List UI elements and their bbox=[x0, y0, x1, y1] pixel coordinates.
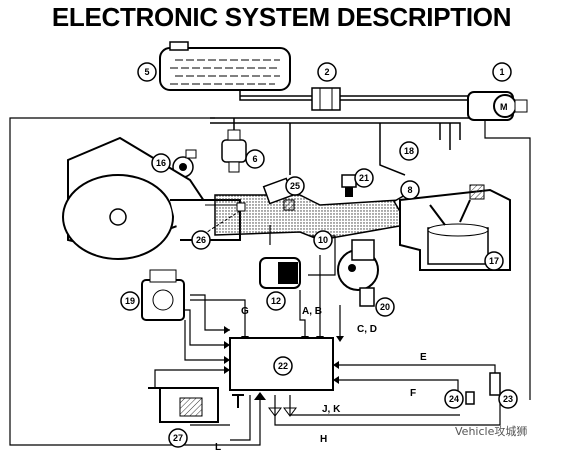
wiring bbox=[9, 117, 531, 446]
signal-e: E bbox=[420, 352, 427, 363]
signal-labels: G A, B C, D E F J, K H L bbox=[215, 306, 427, 453]
signal-h: H bbox=[320, 434, 327, 445]
fuel-pump: M bbox=[467, 91, 528, 121]
battery bbox=[148, 387, 244, 423]
pressure-regulator bbox=[221, 129, 247, 173]
svg-text:M: M bbox=[500, 102, 508, 112]
label-20: 20 bbox=[380, 302, 390, 312]
label-16: 16 bbox=[156, 158, 166, 168]
label-12: 12 bbox=[271, 296, 281, 306]
signal-cd: C, D bbox=[357, 324, 377, 335]
label-22: 22 bbox=[278, 361, 288, 371]
auxiliary-air-valve bbox=[259, 257, 301, 289]
label-21: 21 bbox=[359, 173, 369, 183]
temp-sensor bbox=[489, 372, 501, 396]
label-23: 23 bbox=[503, 394, 513, 404]
sensor-24 bbox=[465, 391, 475, 405]
signal-l: L bbox=[215, 442, 221, 453]
signal-f: F bbox=[410, 388, 416, 399]
air-intake bbox=[62, 136, 241, 260]
label-1: 1 bbox=[499, 67, 504, 77]
signal-ab: A, B bbox=[302, 306, 322, 317]
label-10: 10 bbox=[318, 235, 328, 245]
watermark: Vehicle攻城狮 bbox=[455, 424, 527, 438]
callouts bbox=[120, 62, 518, 448]
fuel-tank bbox=[159, 41, 291, 91]
label-17: 17 bbox=[489, 256, 499, 266]
label-5: 5 bbox=[144, 67, 149, 77]
signal-g: G bbox=[241, 306, 249, 317]
signal-jk: J, K bbox=[322, 404, 341, 415]
label-26: 26 bbox=[196, 235, 206, 245]
diagram-title: ELECTRONIC SYSTEM DESCRIPTION bbox=[51, 2, 512, 32]
fuel-filter bbox=[311, 87, 341, 111]
air-flow-meter bbox=[141, 269, 185, 321]
label-19: 19 bbox=[125, 296, 135, 306]
label-25: 25 bbox=[290, 181, 300, 191]
cold-start-injector bbox=[262, 177, 295, 211]
label-18: 18 bbox=[404, 146, 414, 156]
label-8: 8 bbox=[407, 185, 412, 195]
distributor bbox=[337, 239, 379, 307]
callout-numbers: 1 2 5 6 8 10 12 16 17 18 19 20 21 22 23 … bbox=[125, 67, 513, 443]
label-6: 6 bbox=[252, 154, 257, 164]
label-24: 24 bbox=[449, 394, 459, 404]
label-27: 27 bbox=[173, 433, 183, 443]
thermo-time-switch bbox=[341, 174, 357, 197]
label-2: 2 bbox=[324, 67, 329, 77]
engine-cylinder bbox=[399, 184, 511, 271]
intake-manifold bbox=[214, 194, 406, 241]
